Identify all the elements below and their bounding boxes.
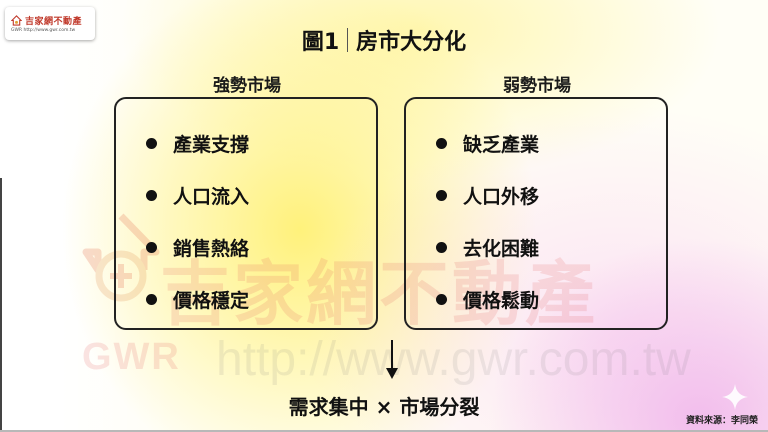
item-label: 缺乏產業 [463,133,540,156]
list-item: 人口流入 [146,169,376,221]
down-arrow-icon [386,340,398,379]
bullet-icon [146,293,157,305]
strong-market-heading: 強勢市場 [213,76,281,96]
watermark-abbr: GWR [82,336,181,378]
item-label: 去化困難 [463,237,540,260]
list-item: 價格鬆動 [436,273,666,325]
weak-market-heading: 弱勢市場 [503,76,571,96]
page-title: 圖1 房市大分化 [0,24,768,56]
bullet-icon [436,137,447,149]
logo-name: 吉家網不動產 [25,17,83,27]
item-label: 人口流入 [173,185,250,208]
list-item: 產業支撐 [146,117,376,169]
bullet-icon [146,137,157,149]
title-text: 房市大分化 [356,30,467,55]
conclusion-text: 需求集中 × 市場分裂 [288,395,480,419]
item-label: 銷售熱絡 [173,237,250,260]
strong-market-panel: 產業支撐 人口流入 銷售熱絡 價格穩定 [114,97,378,330]
bullet-icon [146,189,157,201]
logo-url: GWR http://www.gwr.com.tw [11,28,76,33]
bottom-edge [0,430,768,432]
logo-badge: 吉家網不動產 GWR http://www.gwr.com.tw [5,7,95,40]
figure-label: 圖1 [301,30,340,55]
logo-row: 吉家網不動產 [11,14,95,27]
sparkle-icon [722,384,748,410]
bullet-icon [436,241,447,253]
item-label: 人口外移 [463,185,540,208]
list-item: 去化困難 [436,221,666,273]
house-logo-icon [11,15,22,26]
bullet-icon [146,241,157,253]
left-edge-line [0,178,2,432]
source-credit: 資料來源：李同榮 [685,416,758,426]
list-item: 價格穩定 [146,273,376,325]
item-label: 產業支撐 [173,133,250,156]
bullet-icon [436,189,447,201]
list-item: 銷售熱絡 [146,221,376,273]
weak-market-panel: 缺乏產業 人口外移 去化困難 價格鬆動 [404,97,668,330]
watermark-house-icon [82,213,160,302]
watermark-url: http://www.gwr.com.tw [216,333,691,386]
item-label: 價格穩定 [173,289,250,312]
list-item: 人口外移 [436,169,666,221]
item-label: 價格鬆動 [463,289,540,312]
title-separator [347,28,349,52]
list-item: 缺乏產業 [436,117,666,169]
bullet-icon [436,293,447,305]
